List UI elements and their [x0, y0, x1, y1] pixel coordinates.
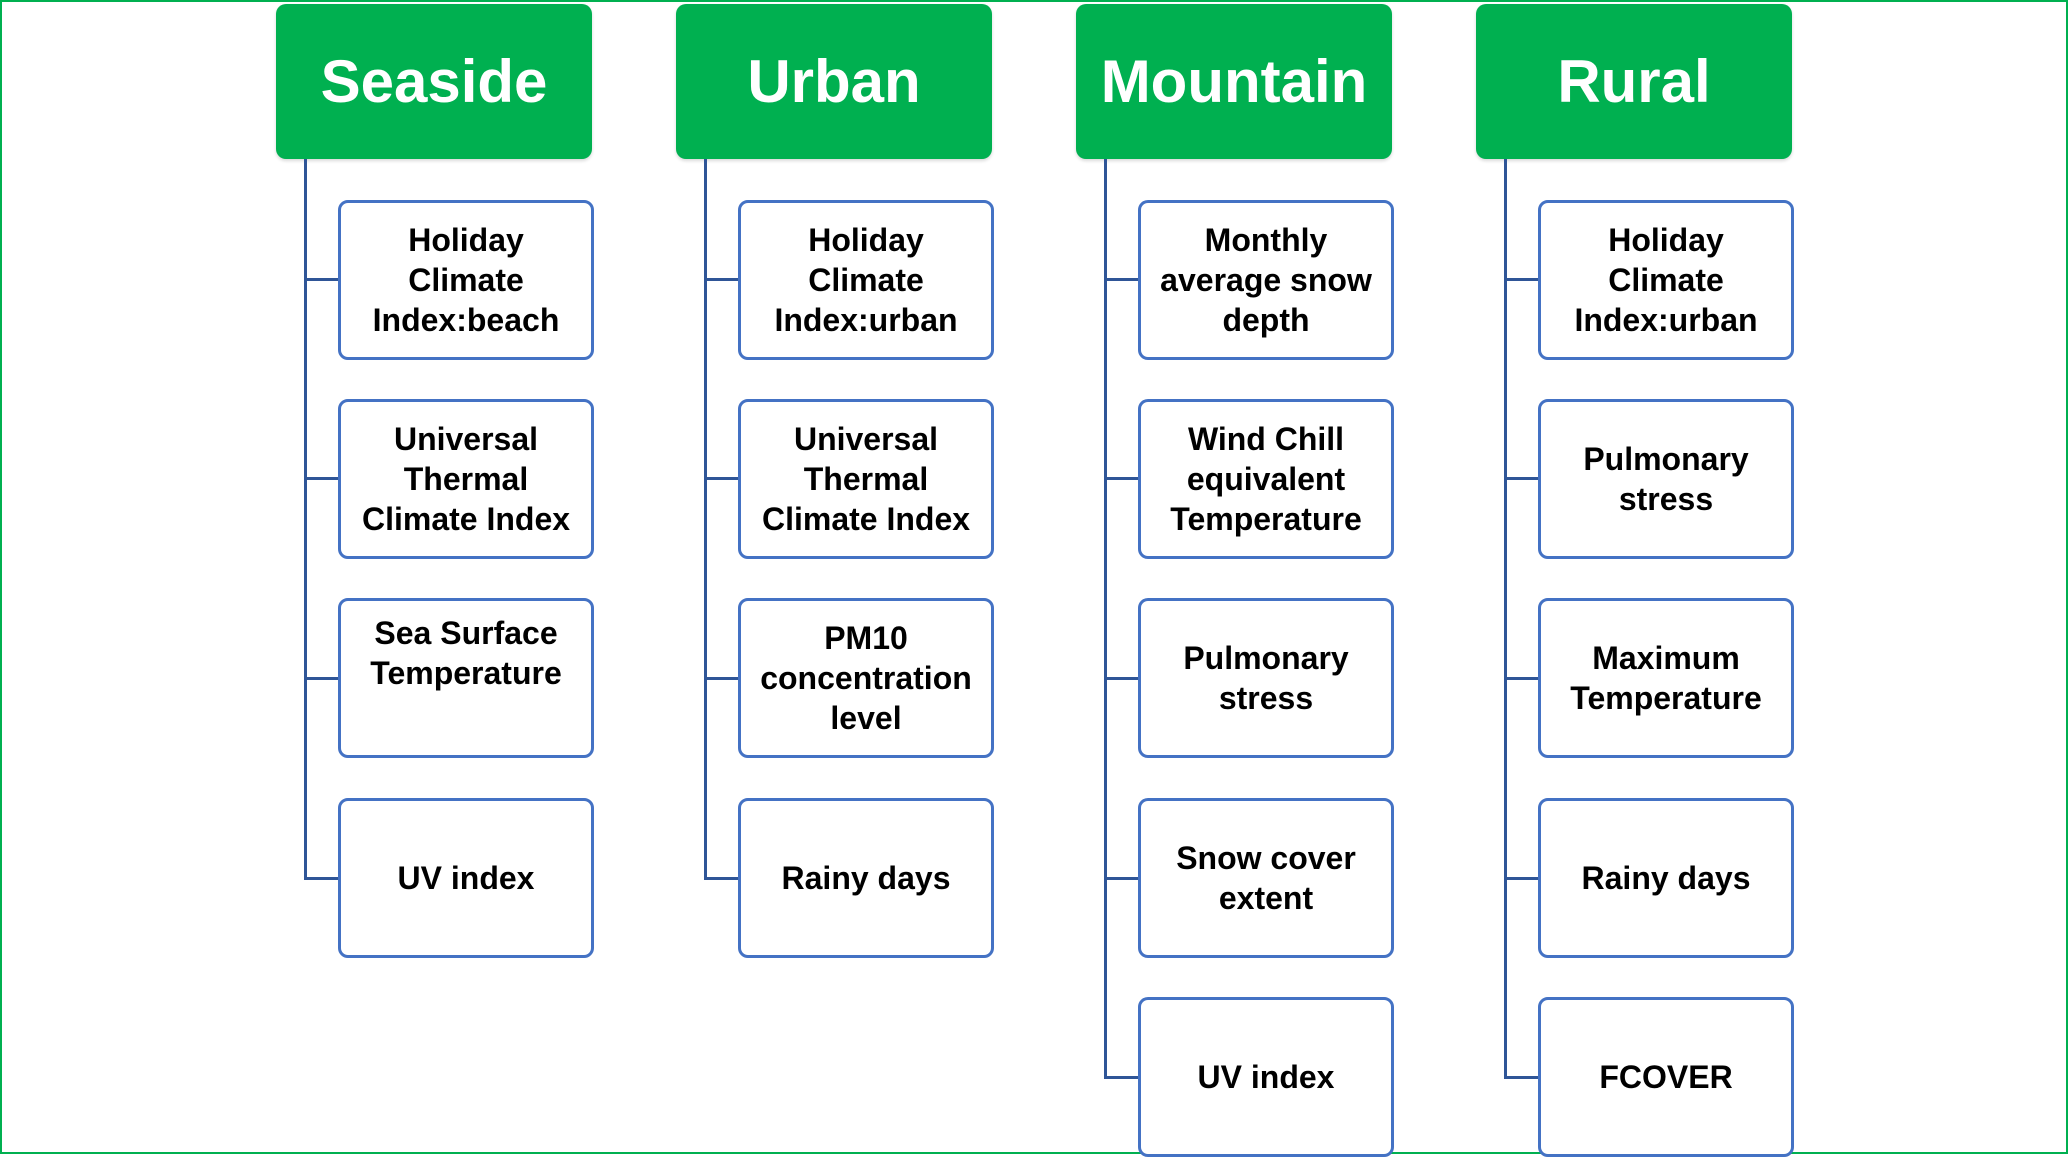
indicator-box: Rainy days [1538, 798, 1794, 958]
indicator-box: Pulmonary stress [1538, 399, 1794, 559]
indicator-label: Rainy days [1581, 860, 1751, 896]
connector-branch [1504, 877, 1538, 880]
connector-trunk [704, 159, 707, 880]
indicator-label: Universal Thermal Climate Index [361, 421, 571, 537]
connector-trunk [304, 159, 307, 880]
column-urban: Urban Holiday Climate Index:urban Univer… [676, 4, 996, 1154]
indicator-box: Universal Thermal Climate Index [738, 399, 994, 559]
connector-branch [1504, 477, 1538, 480]
connector-trunk [1104, 159, 1107, 1079]
indicator-label: Holiday Climate Index:beach [372, 222, 560, 338]
indicator-box: PM10 concentration level [738, 598, 994, 758]
connector-branch [704, 477, 738, 480]
connector-branch [1104, 477, 1138, 480]
indicator-label: Snow cover extent [1176, 840, 1356, 916]
indicator-box: Monthly average snow depth [1138, 200, 1394, 360]
connector-branch [704, 677, 738, 680]
connector-trunk [1504, 159, 1507, 1079]
connector-branch [1504, 1076, 1538, 1079]
column-rural: Rural Holiday Climate Index:urban Pulmon… [1476, 4, 1796, 1157]
connector-branch [1104, 278, 1138, 281]
indicator-box: Maximum Temperature [1538, 598, 1794, 758]
connector-branch [1504, 278, 1538, 281]
indicator-box: Rainy days [738, 798, 994, 958]
indicator-label: UV index [1197, 1059, 1335, 1095]
indicator-label: Pulmonary stress [1583, 441, 1749, 517]
indicator-box: Sea Surface Temperature [338, 598, 594, 758]
indicator-box: UV index [1138, 997, 1394, 1157]
column-seaside: Seaside Holiday Climate Index:beach Univ… [276, 4, 596, 1154]
connector-branch [304, 677, 338, 680]
indicator-label: Pulmonary stress [1183, 640, 1349, 716]
indicator-label: Maximum Temperature [1570, 640, 1762, 716]
connector-branch [1104, 677, 1138, 680]
indicator-label: Holiday Climate Index:urban [774, 222, 958, 338]
connector-branch [304, 877, 338, 880]
indicator-box: Universal Thermal Climate Index [338, 399, 594, 559]
connector-branch [704, 877, 738, 880]
indicator-box: UV index [338, 798, 594, 958]
indicator-box: Snow cover extent [1138, 798, 1394, 958]
connector-branch [1504, 677, 1538, 680]
indicator-label: Sea Surface Temperature [370, 615, 562, 691]
column-header-mountain: Mountain [1076, 4, 1392, 159]
column-header-rural: Rural [1476, 4, 1792, 159]
connector-branch [1104, 877, 1138, 880]
indicator-box: Wind Chill equivalent Temperature [1138, 399, 1394, 559]
column-mountain: Mountain Monthly average snow depth Wind… [1076, 4, 1396, 1157]
indicator-label: UV index [397, 860, 535, 896]
column-header-seaside: Seaside [276, 4, 592, 159]
indicator-box: Holiday Climate Index:beach [338, 200, 594, 360]
indicator-box: Holiday Climate Index:urban [738, 200, 994, 360]
indicator-label: PM10 concentration level [760, 620, 972, 736]
connector-branch [304, 278, 338, 281]
connector-branch [1104, 1076, 1138, 1079]
indicator-label: Rainy days [781, 860, 951, 896]
indicator-label: Universal Thermal Climate Index [761, 421, 971, 537]
indicator-label: Wind Chill equivalent Temperature [1170, 421, 1362, 537]
indicator-box: FCOVER [1538, 997, 1794, 1157]
connector-branch [704, 278, 738, 281]
indicator-box: Holiday Climate Index:urban [1538, 200, 1794, 360]
indicator-box: Pulmonary stress [1138, 598, 1394, 758]
connector-branch [304, 477, 338, 480]
indicator-label: Monthly average snow depth [1160, 222, 1372, 338]
indicator-label: Holiday Climate Index:urban [1574, 222, 1758, 338]
column-header-urban: Urban [676, 4, 992, 159]
indicator-label: FCOVER [1599, 1059, 1733, 1095]
